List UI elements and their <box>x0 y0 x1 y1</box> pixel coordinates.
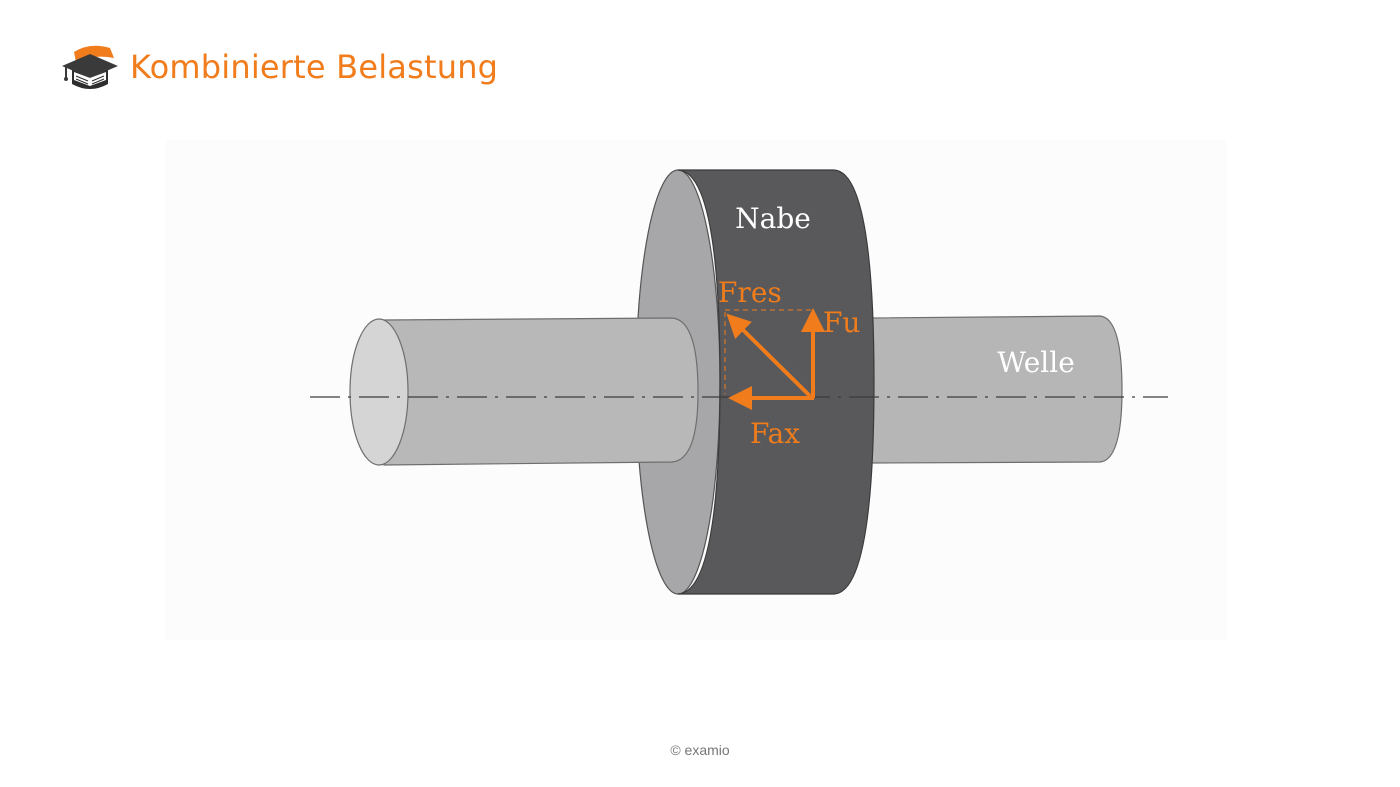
header: Kombinierte Belastung <box>60 40 498 94</box>
page-title: Kombinierte Belastung <box>130 48 499 86</box>
copyright-text: © examio <box>670 742 730 758</box>
force-vectors <box>724 308 825 410</box>
fres-label: Fres <box>718 276 782 309</box>
hub-face <box>677 169 875 595</box>
shaft-end-face <box>349 318 409 466</box>
shaft-right <box>869 315 1123 464</box>
hub-label: Nabe <box>735 202 811 235</box>
shaft-left <box>349 317 699 466</box>
fu-label: Fu <box>823 306 860 339</box>
shaft-label: Welle <box>997 346 1075 379</box>
fres-arrow <box>726 313 812 398</box>
fax-label: Fax <box>750 417 800 450</box>
graduation-cap-icon <box>62 45 118 89</box>
